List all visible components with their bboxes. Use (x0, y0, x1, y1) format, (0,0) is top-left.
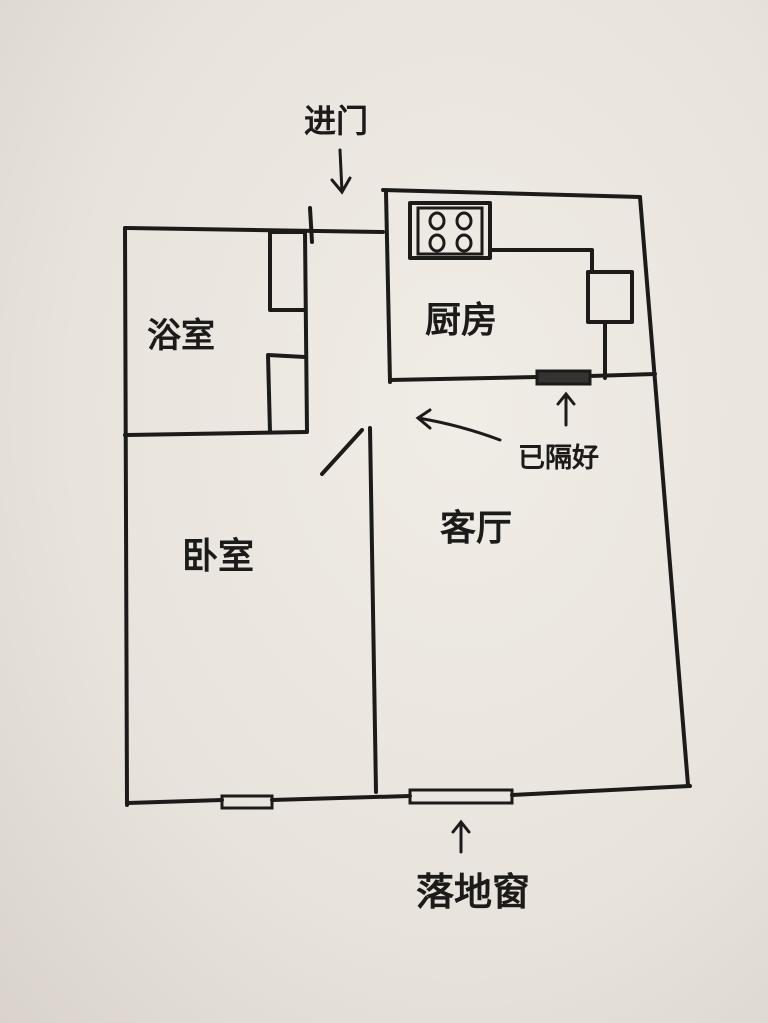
right-outer-wall (638, 195, 690, 787)
entrance-label: 进门 (304, 102, 368, 140)
living-room-floor-window (408, 788, 514, 805)
left-outer-wall (123, 226, 129, 807)
kitchen-top-wall (381, 188, 642, 199)
burner-icon (455, 211, 473, 231)
curved-arrow-icon (415, 408, 502, 442)
bathroom-bottom-wall (123, 430, 308, 437)
cabinet-upper (268, 230, 307, 312)
living-room-label: 客厅 (440, 508, 512, 549)
walls (123, 188, 692, 807)
stove-burner-area (416, 206, 484, 256)
kitchen-fixtures (408, 201, 634, 380)
partitioned-label: 已隔好 (518, 443, 599, 474)
stove (408, 201, 492, 260)
bathroom-right-wall (303, 230, 309, 434)
sink (586, 270, 634, 324)
kitchen-bottom-wall (388, 372, 657, 382)
windows (220, 369, 592, 810)
bedroom-window (220, 794, 274, 810)
entrance-top-wall (123, 226, 385, 234)
burner-icon (428, 233, 446, 253)
burner-icon (455, 233, 473, 253)
bathroom-label: 浴室 (147, 316, 215, 356)
bedroom-right-wall (368, 426, 378, 794)
kitchen-counter (488, 248, 607, 380)
partition-arrow-icon (556, 391, 576, 427)
bedroom-label: 卧室 (182, 536, 254, 577)
arrows (330, 148, 576, 854)
kitchen-label: 厨房 (425, 300, 497, 341)
entrance-arrow-icon (330, 148, 352, 195)
floor-window-label: 落地窗 (416, 870, 530, 914)
window-arrow-icon (451, 819, 471, 854)
cabinet-lower (266, 353, 307, 434)
kitchen-left-wall (384, 190, 392, 384)
entrance-door-mark (308, 206, 314, 244)
kitchen-partition-window (535, 369, 592, 386)
bottom-wall (126, 784, 692, 805)
burner-icon (428, 211, 446, 231)
room-labels: 进门 浴室 厨房 已隔好 卧室 客厅 落地窗 (147, 102, 599, 914)
bedroom-door-swing (320, 428, 364, 476)
